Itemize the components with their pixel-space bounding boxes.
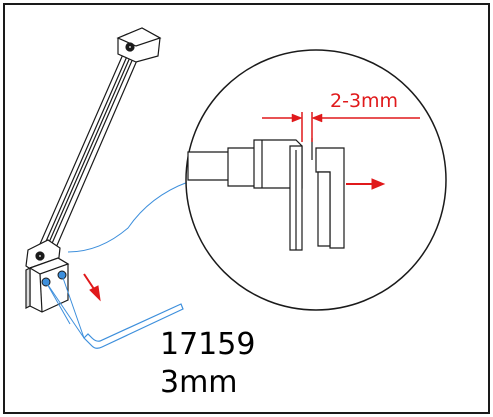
hex-key-size: 3mm — [160, 365, 238, 400]
top-wall-bracket — [116, 27, 162, 63]
hex-key-icon — [83, 303, 184, 349]
hex-key-guide-lines — [45, 274, 85, 339]
detail-circle — [185, 49, 447, 311]
detail-clamp-section — [187, 138, 345, 251]
arrow-icon — [346, 178, 386, 190]
part-number: 17159 — [160, 327, 256, 362]
dimension-label: 2-3mm — [330, 90, 399, 112]
gap-dimension — [262, 112, 420, 142]
arrow-icon — [83, 273, 101, 302]
detail-leader-line — [67, 181, 189, 253]
